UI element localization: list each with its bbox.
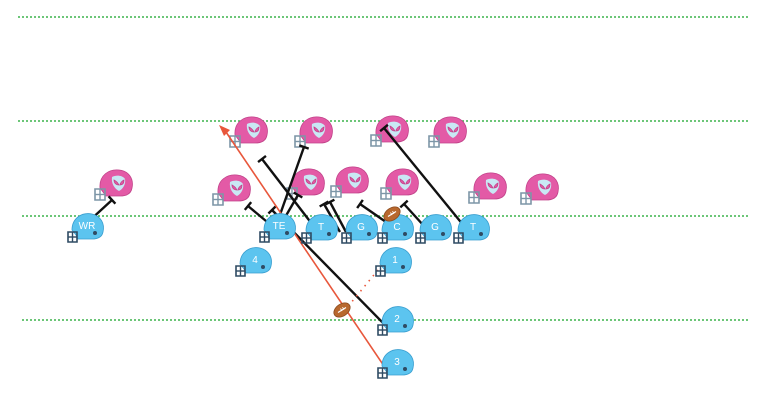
pitch-path xyxy=(349,269,379,305)
alien-helmet-icon xyxy=(94,169,134,201)
player-label: 3 xyxy=(394,357,400,368)
block-assignment xyxy=(325,198,348,233)
block-assignment xyxy=(257,155,313,225)
offense-player: TE xyxy=(259,212,297,243)
alien-helmet-icon xyxy=(380,168,420,200)
ball-route xyxy=(219,125,385,367)
block-assignment xyxy=(379,123,465,227)
player-label: 4 xyxy=(252,255,258,266)
offense-player: 1 xyxy=(375,246,413,277)
alien-helmet-icon xyxy=(212,174,252,206)
alien-helmet-icon xyxy=(330,166,370,198)
player-label: TE xyxy=(273,221,286,232)
alien-helmet-icon xyxy=(468,172,508,204)
player-label: T xyxy=(318,222,324,233)
alien-helmet-icon xyxy=(370,115,410,147)
offense-player: G xyxy=(341,213,379,244)
offense-player: 3 xyxy=(377,348,415,379)
player-label: WR xyxy=(79,221,96,232)
offense-player: T xyxy=(453,213,491,244)
block-assignment xyxy=(399,199,425,227)
block-assignment xyxy=(356,199,387,223)
player-label: T xyxy=(470,222,476,233)
player-label: G xyxy=(431,222,439,233)
alien-helmet-icon xyxy=(286,168,326,200)
alien-helmet-icon xyxy=(294,116,334,148)
alien-helmet-icon xyxy=(520,173,560,205)
offense-player: C xyxy=(377,213,415,244)
football-icon xyxy=(330,299,354,321)
offense-player: 4 xyxy=(235,246,273,277)
offense-player: WR xyxy=(67,212,105,243)
player-label: C xyxy=(393,222,400,233)
offense-player: G xyxy=(415,213,453,244)
player-label: 2 xyxy=(394,314,400,325)
player-label: G xyxy=(357,222,365,233)
offense-player: T xyxy=(301,213,339,244)
offense-player: 2 xyxy=(377,305,415,336)
player-label: 1 xyxy=(392,255,398,266)
arrow-head-icon xyxy=(219,125,230,136)
